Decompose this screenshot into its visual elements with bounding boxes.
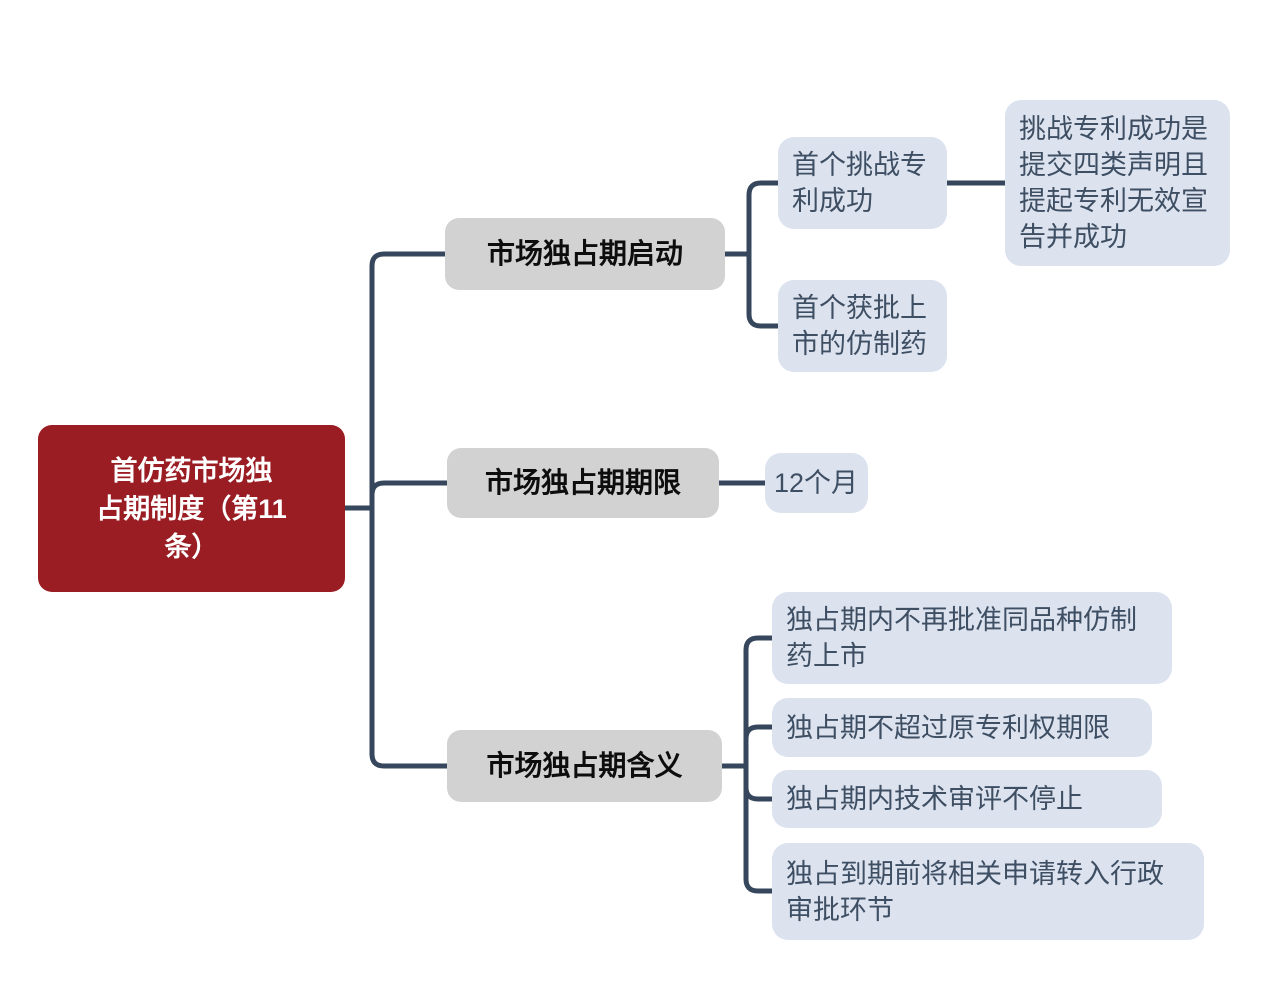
connector-root-to-branch-meaning [345,505,447,769]
node-leaf-line: 告并成功 [1019,222,1127,252]
node-leaf-line: 市的仿制药 [792,329,927,359]
node-first-patent-challenge-success[interactable]: 首个挑战专 利成功 [778,137,947,229]
node-leaf-line: 首个挑战专 [792,150,927,180]
node-leaf-line: 独占到期前将相关申请转入行政 [786,858,1164,889]
node-12-months[interactable]: 12个月 [765,453,868,513]
node-branch-exclusivity-start[interactable]: 市场独占期启动 [445,218,725,290]
node-branch-label: 市场独占期期限 [484,467,681,498]
node-leaf-line: 提起专利无效宣 [1019,186,1208,216]
node-first-approved-generic[interactable]: 首个获批上 市的仿制药 [778,280,947,372]
node-root[interactable]: 首仿药市场独 占期制度（第11 条） [38,425,345,592]
connector-meaning-to-admin-approval [722,763,772,894]
connector-start-to-patent-challenge [725,180,778,257]
node-branch-exclusivity-term[interactable]: 市场独占期期限 [447,448,719,518]
connector-root-to-branch-start [345,251,445,511]
node-branch-exclusivity-meaning[interactable]: 市场独占期含义 [447,730,722,802]
node-leaf-line: 挑战专利成功是 [1019,114,1208,144]
node-root-line: 首仿药市场独 [110,455,273,486]
node-no-same-generic-approval[interactable]: 独占期内不再批准同品种仿制 药上市 [772,592,1172,684]
node-leaf-line: 审批环节 [786,894,894,925]
node-root-line: 占期制度（第11 [96,493,287,524]
node-transfer-to-admin-approval[interactable]: 独占到期前将相关申请转入行政 审批环节 [772,843,1204,940]
connector-meaning-to-patent-term-limit [722,724,772,769]
node-leaf-line: 独占期不超过原专利权期限 [786,712,1110,743]
node-branch-label: 市场独占期启动 [486,238,683,269]
node-patent-challenge-definition[interactable]: 挑战专利成功是 提交四类声明且 提起专利无效宣 告并成功 [1005,100,1230,266]
node-not-exceed-patent-term[interactable]: 独占期不超过原专利权期限 [772,698,1152,757]
node-leaf-line: 独占期内不再批准同品种仿制 [786,605,1137,635]
node-technical-review-continues[interactable]: 独占期内技术审评不停止 [772,770,1162,828]
node-leaf-line: 利成功 [792,186,873,216]
node-root-line: 条） [164,531,219,562]
connector-start-to-first-approved-generic [725,251,778,329]
node-branch-label: 市场独占期含义 [486,750,683,781]
connector-meaning-to-no-same-generic [722,635,772,769]
node-leaf-line: 独占期内技术审评不停止 [786,784,1083,814]
node-leaf-line: 提交四类声明且 [1019,150,1208,180]
connector-root-to-branch-term [345,480,447,511]
node-leaf-line: 首个获批上 [792,293,927,323]
node-leaf-line: 12个月 [774,468,859,498]
node-leaf-line: 药上市 [786,641,867,671]
